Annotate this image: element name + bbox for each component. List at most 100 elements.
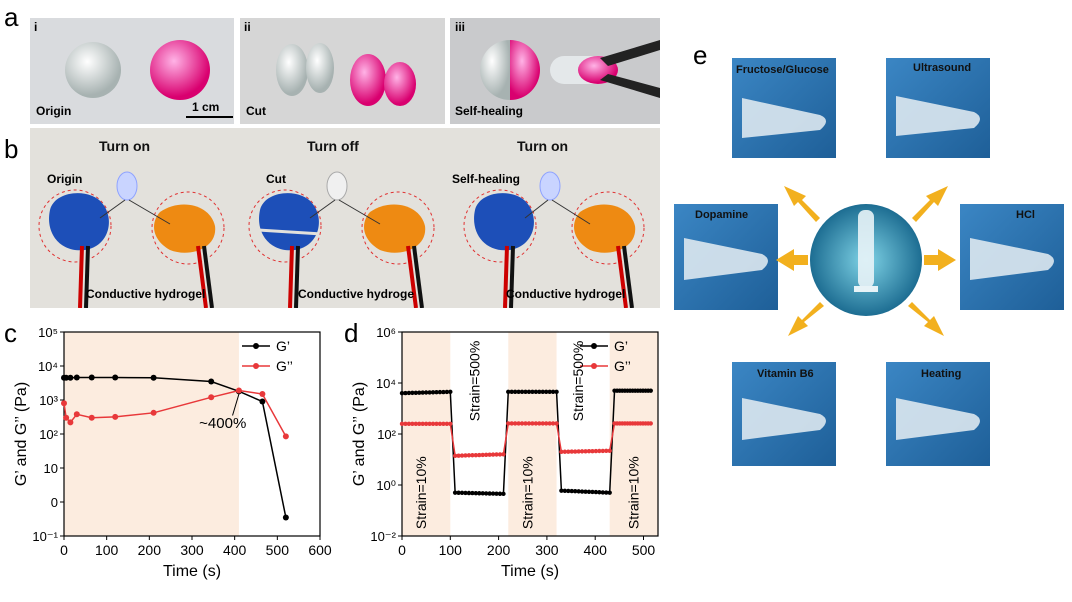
data-point [648,388,653,393]
caption-origin: Origin [36,104,72,118]
data-point [586,449,592,454]
data-point [540,389,545,395]
data-point [509,421,514,426]
data-point [533,421,539,426]
circuit-cut [248,171,435,308]
data-point [150,374,157,381]
panel-d-letter: d [344,318,359,348]
legend-label: G’ [276,338,290,354]
panel-b-state-3: Self-healing [452,172,521,186]
label-ultrasound: Ultrasound [913,62,972,74]
data-point [430,390,436,395]
panel-b-title-3: Turn on [517,138,569,154]
data-point [437,389,443,395]
data-point [537,421,542,426]
data-point [569,488,574,494]
data-point [523,421,528,426]
data-point [417,390,422,395]
data-point [516,421,521,426]
data-point [597,448,602,454]
data-point [399,390,405,396]
data-point [572,449,578,454]
circuit-origin [38,171,225,308]
data-point [559,488,564,493]
data-point [470,490,475,496]
panel-b-letter: b [4,134,19,164]
label-heating: Heating [921,368,962,380]
data-point [501,452,506,457]
data-point [607,448,612,453]
data-point [67,419,74,426]
x-tick-label: 300 [180,542,204,558]
data-point [420,421,425,427]
data-point [73,374,80,381]
data-point [526,421,532,426]
data-point [112,413,119,420]
subpanel-index-ii: ii [244,20,251,34]
legend-label: G’’ [614,358,631,374]
arrow-to-heating [908,302,944,336]
shaded-band [64,332,239,536]
y-tick-label: 10⁵ [38,325,58,340]
data-point [466,453,472,458]
data-point [430,421,436,427]
x-tick-label: 600 [308,542,332,558]
data-point [583,489,588,494]
data-point [540,421,545,426]
data-point [487,491,492,496]
data-point [420,390,425,395]
data-point [569,449,574,454]
arrow-to-dopamine [776,249,808,271]
data-point [547,389,552,395]
data-point [73,411,80,418]
hydrogel-drops-origin [65,40,210,100]
data-point [437,421,443,427]
legend-marker [591,363,597,369]
data-point [403,390,408,396]
data-point [399,421,405,427]
data-point [533,389,539,395]
data-point [456,490,461,495]
y-tick-label: 0 [51,495,58,510]
y-tick-label: 10⁻² [370,529,396,544]
x-tick-label: 400 [223,542,247,558]
data-point [406,421,412,427]
data-point [463,490,468,496]
shaded-band [609,332,658,536]
legend-marker [591,343,597,349]
data-point [519,421,525,426]
hydrogel-drops-healed [480,40,660,100]
data-point [434,390,439,395]
data-point [150,409,157,416]
data-point [473,490,479,496]
data-point [494,452,499,457]
annotation-arrow [232,393,240,416]
subpanel-index-i: i [34,20,38,34]
panel-e-letter: e [693,40,708,70]
data-point [208,378,215,385]
x-tick-label: 100 [95,542,119,558]
data-point [497,452,503,457]
y-tick-label: 10 [44,461,58,476]
x-tick-label: 300 [535,542,559,558]
y-axis-label: G’ and G’’ (Pa) [351,382,368,486]
panel-a-letter: a [4,2,19,32]
data-point [441,421,446,427]
caption-self-healing: Self-healing [455,104,524,118]
data-point [417,421,422,427]
panel-c-letter: c [4,318,17,348]
data-point [410,421,415,427]
data-point [572,489,578,494]
data-point [487,452,492,457]
y-tick-label: 10³ [39,393,58,408]
x-tick-label: 500 [632,542,656,558]
data-point [235,387,242,394]
shaded-band [508,332,557,536]
data-point [459,490,465,496]
data-point [480,452,485,458]
data-point [579,449,585,454]
data-point [501,491,506,497]
photo-heating [886,362,990,466]
data-point [604,448,609,454]
